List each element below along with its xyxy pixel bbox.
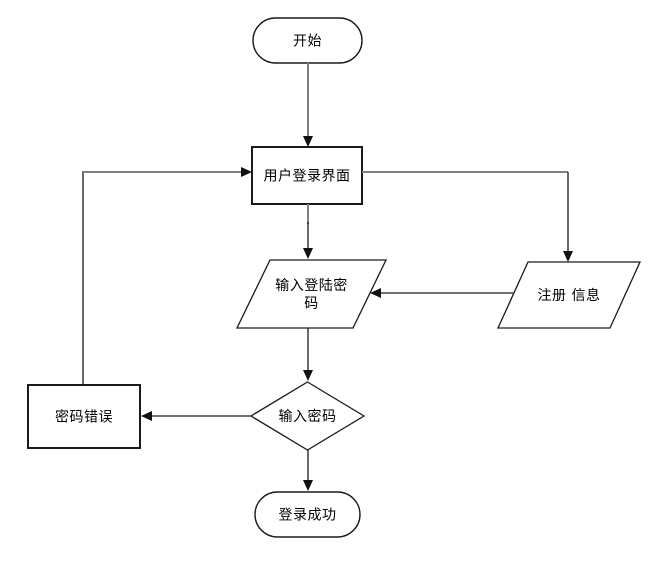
- arrowhead-icon: [370, 288, 381, 298]
- node-register-info: 注册 信息: [496, 261, 642, 329]
- node-label-enter-login-password: 输入登陆密码: [275, 277, 348, 312]
- edge-error-to-login: [82, 167, 252, 385]
- node-label-login-ui: 用户登录界面: [264, 168, 351, 185]
- arrowhead-icon: [241, 167, 252, 177]
- node-label-password-check: 输入密码: [279, 408, 337, 425]
- node-login-ui: 用户登录界面: [251, 146, 363, 205]
- arrowhead-icon: [563, 251, 573, 262]
- edge-start-to-login: [303, 63, 313, 147]
- edge-register-to-enter: [370, 288, 513, 298]
- node-label-start: 开始: [293, 34, 322, 50]
- node-start: 开始: [252, 17, 363, 64]
- process-shape-password-error: [27, 384, 141, 449]
- arrowhead-icon: [303, 480, 313, 491]
- arrowhead-icon: [303, 136, 313, 147]
- io-shape-enter-login-password: [235, 259, 388, 329]
- io-shape-register-info: [496, 261, 642, 329]
- node-password-check: 输入密码: [249, 381, 366, 451]
- edge-enter-to-check: [303, 328, 313, 381]
- arrowhead-icon: [303, 248, 313, 259]
- edge-login-to-register: [362, 171, 573, 262]
- node-label-register-info: 注册 信息: [538, 287, 601, 304]
- edge-login-to-enter: [303, 204, 313, 259]
- arrowhead-icon: [141, 411, 152, 421]
- node-label-login-success: 登录成功: [279, 508, 337, 524]
- edge-check-to-error: [141, 411, 251, 421]
- terminator-shape-login-success: [254, 491, 361, 538]
- node-label-password-error: 密码错误: [55, 409, 113, 426]
- node-login-success: 登录成功: [254, 491, 361, 538]
- edge-check-to-success: [303, 450, 313, 491]
- arrowhead-icon: [303, 370, 313, 381]
- node-password-error: 密码错误: [27, 384, 141, 449]
- node-enter-login-password: 输入登陆密码: [235, 259, 388, 329]
- process-shape-login-ui: [251, 146, 363, 205]
